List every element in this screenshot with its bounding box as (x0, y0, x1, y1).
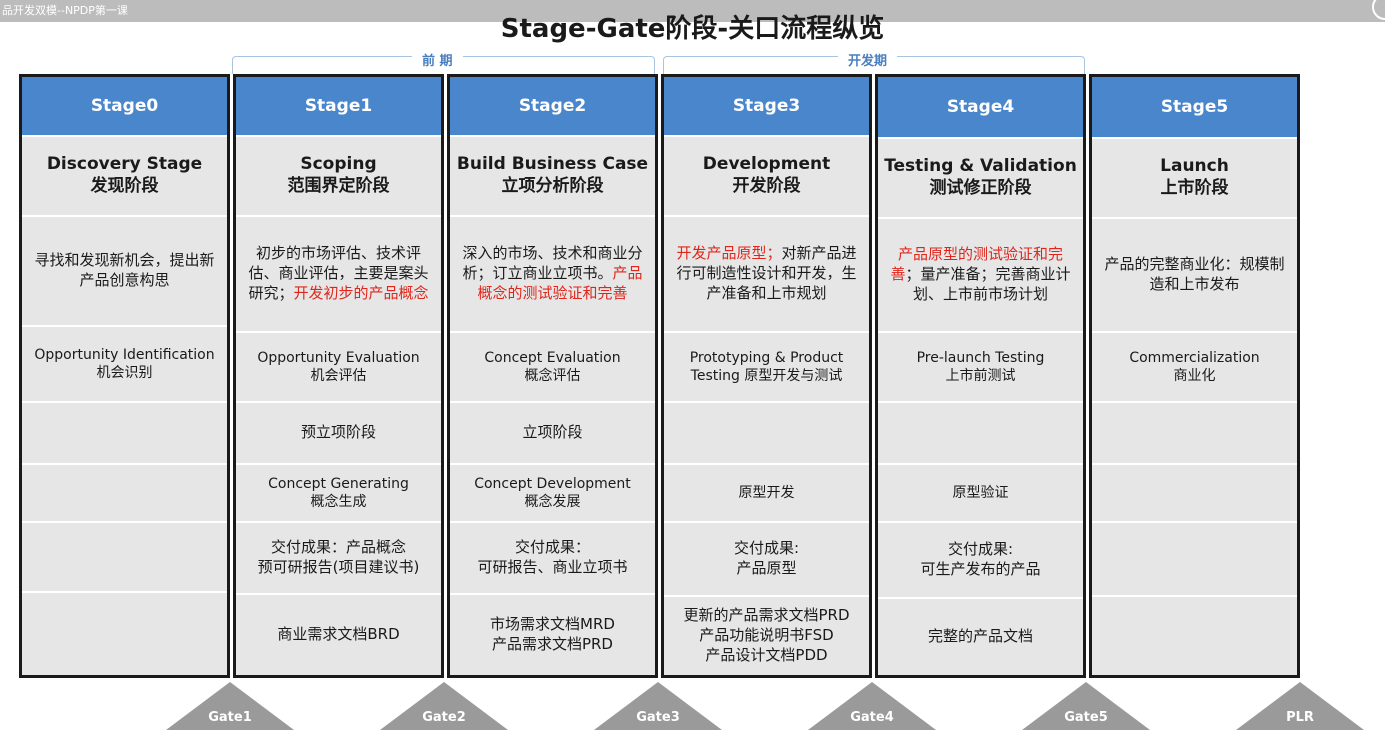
stage-document (22, 593, 227, 675)
page-title: Stage-Gate阶段-关口流程纵览 (500, 14, 885, 44)
stage-document (1092, 597, 1297, 675)
gate-6: PLR (1236, 682, 1364, 730)
gate-triangle-icon (594, 682, 722, 730)
highlight-text: 产品概念的测试验证和完善 (477, 264, 643, 302)
gate-triangle-icon (808, 682, 936, 730)
gate-triangle-icon (1022, 682, 1150, 730)
stage-header: Stage4 (878, 77, 1083, 139)
stage-step: 预立项阶段 (236, 403, 441, 465)
phase-label: 开发期 (838, 50, 898, 69)
stage-deliverable: 交付成果:可生产发布的产品 (878, 523, 1083, 599)
stage-sub-activity: 原型开发 (664, 465, 869, 523)
gate-4: Gate4 (808, 682, 936, 730)
gate-triangle-icon (1236, 682, 1364, 730)
gate-2: Gate2 (380, 682, 508, 730)
description-text: 深入的市场、技术和商业分析；订立商业立项书。 (462, 244, 643, 283)
phase-early: 前 期 (0, 50, 1385, 74)
stage-sub-activity (1092, 465, 1297, 523)
gate-1: Gate1 (166, 682, 294, 730)
stage-document: 完整的产品文档 (927, 627, 1033, 646)
stage-step (878, 403, 1083, 465)
stage-header: Stage5 (1092, 77, 1297, 139)
stage-deliverable: 交付成果：可研报告、商业立项书 (450, 523, 655, 595)
stage-deliverable (22, 523, 227, 593)
highlight-text: 产品原型的测试验证和完善 (890, 245, 1063, 284)
stage-step (664, 403, 869, 465)
stage-description: 寻找和发现新机会，提出新产品创意构思 (22, 217, 227, 327)
stage-sub-activity (22, 465, 227, 523)
phase-label: 前 期 (412, 50, 463, 69)
gate-label: Gate3 (636, 710, 680, 725)
gate-label: Gate5 (1064, 710, 1108, 725)
gate-triangle-icon (166, 682, 294, 730)
description-text: ；量产准备；完善商业计划、上市前市场计划 (905, 265, 1071, 303)
stage-header: Stage2 (450, 77, 655, 137)
description-text: 产品的完整商业化：规模制造和上市发布 (1104, 255, 1285, 293)
stage-step (1092, 403, 1297, 465)
description-text: 寻找和发现新机会，提出新产品创意构思 (34, 251, 215, 289)
gate-triangle-icon (380, 682, 508, 730)
stage-deliverable: 交付成果:产品原型 (664, 523, 869, 597)
description-text: 对新产品进行可制造性设计和开发，生产准备和上市规划 (676, 244, 857, 302)
gate-label: PLR (1286, 710, 1314, 725)
phase-development: 开发期 (0, 50, 1385, 74)
highlight-text: 开发产品原型； (676, 244, 782, 263)
stage-description: 开发产品原型；对新产品进行可制造性设计和开发，生产准备和上市规划 (664, 217, 869, 333)
stage-header: Stage0 (22, 77, 227, 137)
stage-description: 初步的市场评估、技术评估、商业评估，主要是案头研究；开发初步的产品概念 (236, 217, 441, 333)
gate-3: Gate3 (594, 682, 722, 730)
stage-step: 立项阶段 (450, 403, 655, 465)
stage-document: 商业需求文档BRD (277, 625, 400, 644)
stage-header: Stage3 (664, 77, 869, 137)
gate-label: Gate4 (850, 710, 894, 725)
stage-description: 深入的市场、技术和商业分析；订立商业立项书。产品概念的测试验证和完善 (450, 217, 655, 333)
stage-description: 产品的完整商业化：规模制造和上市发布 (1092, 219, 1297, 333)
stage-deliverable: 交付成果：产品概念预可研报告(项目建议书) (236, 523, 441, 595)
window-title: 品开发双模--NPDP第一课 (2, 4, 128, 17)
stage-header: Stage1 (236, 77, 441, 137)
stage-sub-activity: 原型验证 (878, 465, 1083, 523)
stage-step (22, 403, 227, 465)
stage-deliverable (1092, 523, 1297, 597)
gate-label: Gate2 (422, 710, 466, 725)
description-text: 初步的市场评估、技术评估、商业评估，主要是案头研究； (248, 244, 429, 302)
gate-label: Gate1 (208, 710, 252, 725)
video-title-bar: 品开发双模--NPDP第一课 (0, 0, 1385, 22)
highlight-text: 开发初步的产品概念 (293, 283, 429, 302)
stage-description: 产品原型的测试验证和完善；量产准备；完善商业计划、上市前市场计划 (878, 219, 1083, 333)
gate-5: Gate5 (1022, 682, 1150, 730)
